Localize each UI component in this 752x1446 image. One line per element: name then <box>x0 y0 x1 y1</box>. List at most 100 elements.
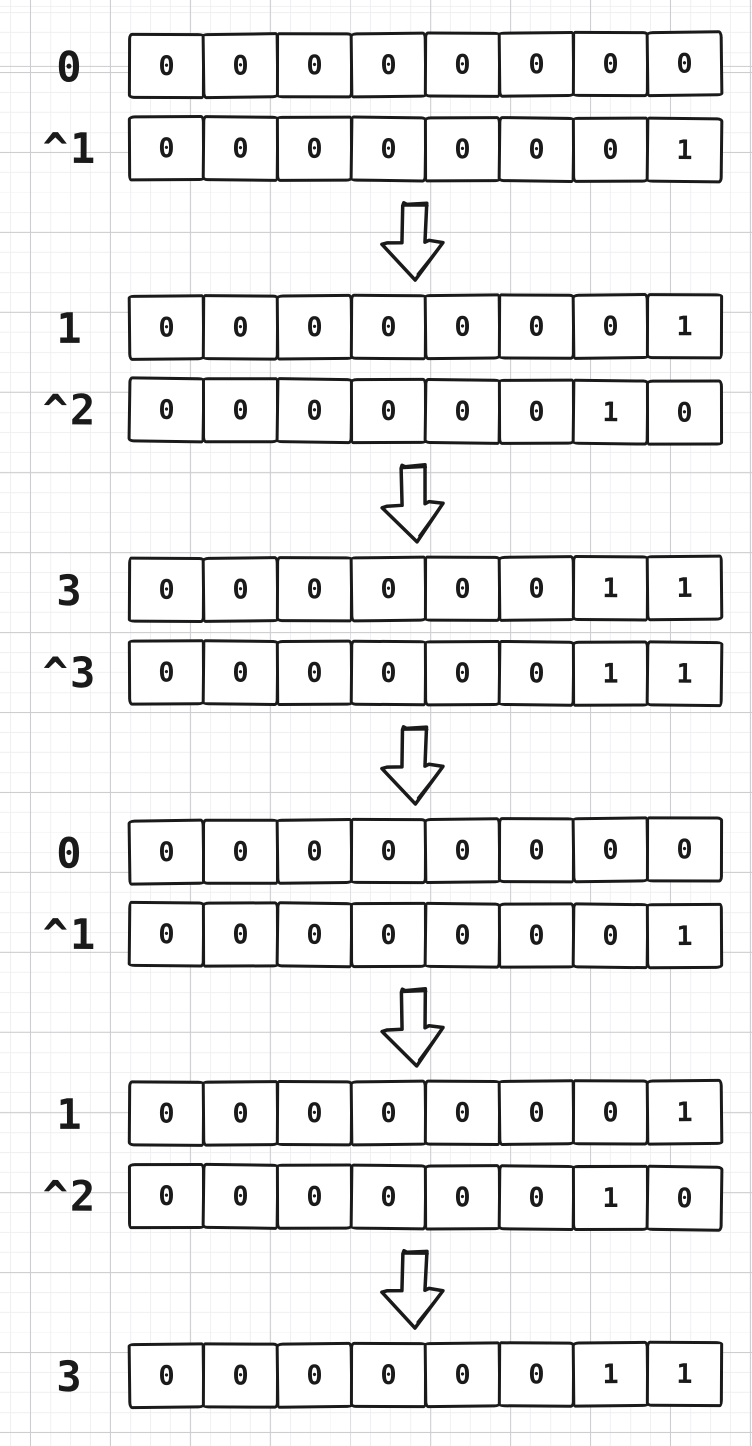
bit-cell: 0 <box>201 1162 280 1230</box>
bit-cell: 0 <box>201 639 280 707</box>
bit-cell: 0 <box>349 555 428 623</box>
bit-cell: 1 <box>571 378 650 446</box>
bit-cell: 0 <box>497 817 576 884</box>
bit-cell: 0 <box>349 31 428 99</box>
bit-cell: 0 <box>497 639 576 707</box>
arrow-down-icon <box>380 725 445 806</box>
bit-cell: 0 <box>349 901 428 969</box>
bit-cell: 0 <box>349 817 428 885</box>
bit-cell: 1 <box>645 293 724 360</box>
arrow-down-icon <box>380 987 445 1068</box>
bit-cell: 0 <box>201 818 280 885</box>
bit-cell: 0 <box>201 115 280 182</box>
bit-cell: 0 <box>497 293 576 360</box>
bit-cell: 1 <box>645 1078 724 1146</box>
bit-cell: 0 <box>275 901 354 969</box>
bit-cell: 1 <box>571 554 650 622</box>
bit-cell: 0 <box>423 1079 502 1147</box>
bit-cell: 0 <box>423 640 502 707</box>
bit-cell: 0 <box>275 377 354 445</box>
bit-cell: 0 <box>571 116 650 183</box>
bit-cell: 0 <box>275 115 354 182</box>
bit-cell: 1 <box>571 1164 650 1232</box>
row-label: ^1 <box>42 909 98 959</box>
bit-cell: 0 <box>127 900 206 968</box>
row-label: 3 <box>56 565 84 615</box>
bit-cell: 0 <box>497 1079 576 1147</box>
arrow-down-icon <box>380 1248 445 1330</box>
arrow-block <box>24 722 752 806</box>
bit-cell: 0 <box>423 1341 502 1409</box>
row-label: 0 <box>56 828 84 878</box>
bit-cell: 1 <box>645 116 724 184</box>
bit-cell: 0 <box>127 32 206 100</box>
bit-cell: 1 <box>645 640 724 708</box>
bit-cell: 0 <box>201 377 280 444</box>
row-label: ^3 <box>42 647 98 697</box>
bit-cell: 0 <box>423 817 502 885</box>
bit-cell: 0 <box>497 555 576 622</box>
bit-cell: 0 <box>497 116 576 183</box>
bit-cell: 0 <box>571 292 650 360</box>
bit-cell: 0 <box>275 817 354 885</box>
bit-cell: 0 <box>127 1080 206 1147</box>
bit-cell: 0 <box>127 376 206 444</box>
bit-cell: 0 <box>127 1162 206 1230</box>
bit-cell: 1 <box>571 1340 650 1408</box>
bit-cell: 0 <box>423 901 502 969</box>
bit-cell: 0 <box>275 1341 354 1409</box>
bit-cell: 0 <box>349 115 428 183</box>
bit-cell: 0 <box>423 116 502 183</box>
bit-cell: 0 <box>127 639 206 706</box>
arrow-down-icon <box>380 201 445 282</box>
bit-cell: 1 <box>571 640 650 707</box>
bit-cell: 0 <box>275 1163 354 1230</box>
bit-cell: 0 <box>497 902 576 969</box>
bit-cell: 1 <box>645 554 724 622</box>
bit-cell: 0 <box>201 294 280 361</box>
bit-cell: 0 <box>645 30 724 98</box>
arrow-block <box>24 1246 752 1330</box>
bit-cell: 0 <box>127 1342 206 1410</box>
bit-cell: 0 <box>127 294 206 361</box>
bit-cell: 0 <box>423 31 502 98</box>
row-label: 3 <box>56 1351 84 1401</box>
arrow-block <box>24 198 752 282</box>
bit-cell: 1 <box>645 1340 724 1408</box>
bit-cell: 0 <box>497 1341 576 1408</box>
bit-cell: 0 <box>349 1163 428 1231</box>
bit-cell: 0 <box>423 1164 502 1231</box>
bit-cell: 0 <box>127 818 206 886</box>
bit-cell: 0 <box>423 377 502 445</box>
bit-cell: 0 <box>349 1079 428 1147</box>
row-label: ^1 <box>42 123 98 173</box>
row-label: 1 <box>56 303 84 353</box>
arrow-block <box>24 984 752 1068</box>
bit-cell: 0 <box>497 30 576 98</box>
bit-cell: 0 <box>423 555 502 622</box>
bit-cell: 0 <box>571 30 650 98</box>
row-label: 1 <box>56 1089 84 1139</box>
row-label: ^2 <box>42 1170 98 1221</box>
bit-cell: 0 <box>201 901 280 968</box>
bit-cell: 0 <box>201 1342 280 1409</box>
bit-cell: 0 <box>349 293 428 361</box>
row-label: ^2 <box>42 384 98 434</box>
bit-cell: 1 <box>645 902 724 970</box>
